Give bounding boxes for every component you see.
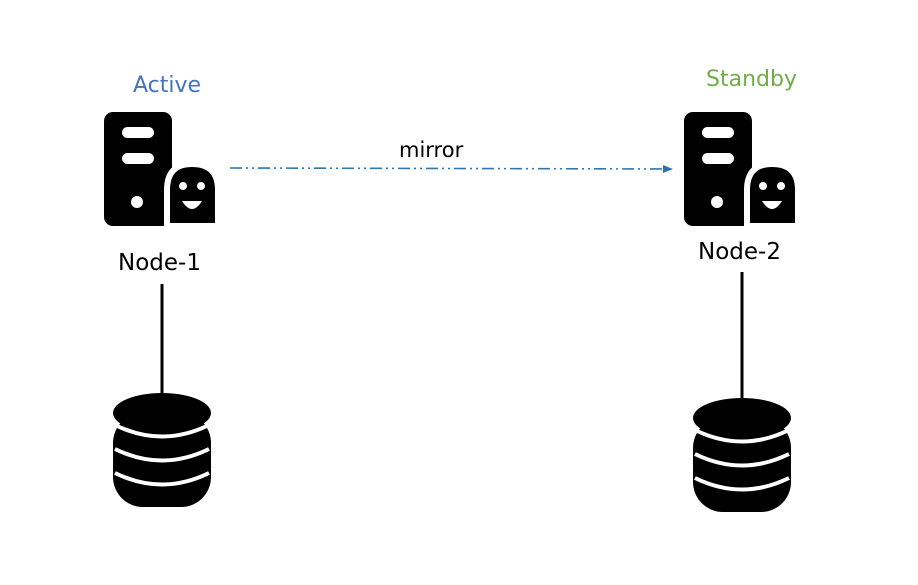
node-1-name: Node-1 [118,250,201,276]
mirror-label: mirror [399,138,464,162]
node-2-state-label: Standby [706,67,797,92]
node-1-database-icon [113,393,211,507]
mirror-arrow [229,164,673,173]
node-2-server-icon [684,112,801,229]
node-2-database-icon [693,398,791,512]
node-2-name: Node-2 [698,239,781,265]
node-1-state-label: Active [133,73,202,98]
node-1-server-icon [104,112,221,229]
